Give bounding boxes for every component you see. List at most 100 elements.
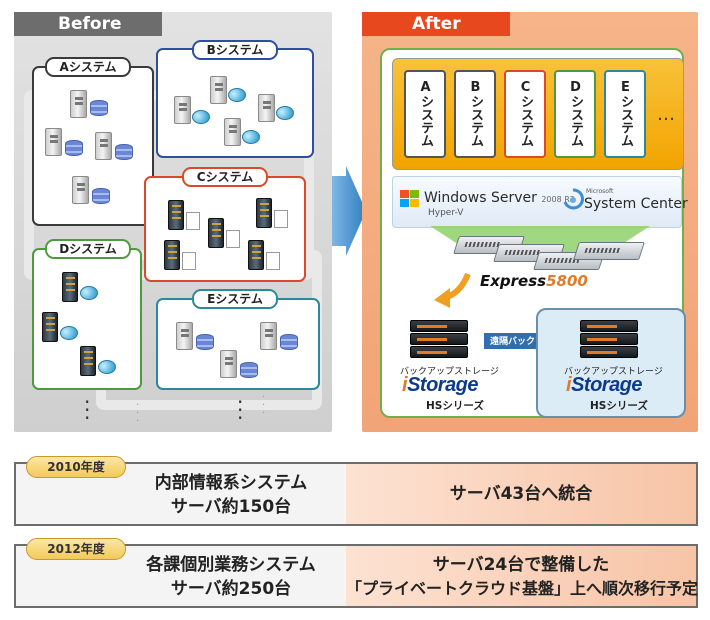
system-a-label: Aシステム (45, 57, 131, 77)
windows-server-label: Windows Server (424, 190, 537, 206)
storage-cluster-icon (98, 360, 116, 374)
year-badge-2010: 2010年度 (26, 456, 126, 478)
server-icon (176, 322, 193, 350)
vm-system-e: Eシステム (604, 70, 646, 158)
vm-system-d: Dシステム (554, 70, 596, 158)
summary-before-line2: サーバ約250台 (170, 579, 292, 599)
more-dots-icon: ··· (136, 400, 140, 427)
server-icon (248, 240, 264, 270)
document-icon (274, 210, 288, 228)
vm-label: Bシステム (468, 80, 483, 147)
storage-cluster-icon (276, 106, 294, 120)
summary-after-line1: サーバ24台で整備した (432, 555, 610, 575)
istorage-logo: iStorage (566, 374, 643, 397)
storage-cluster-icon (228, 88, 246, 102)
summary-after (346, 546, 696, 606)
system-e-label: Eシステム (192, 289, 278, 309)
summary-before-line1: 内部情報系システム (154, 473, 308, 493)
more-dots-icon: ··· (262, 392, 266, 419)
server-icon (164, 240, 180, 270)
server-icon (45, 128, 62, 156)
storage-cluster-icon (80, 286, 98, 300)
storage-cluster-icon (242, 130, 260, 144)
remote-backup-label: 遠隔バックアップ (490, 337, 563, 347)
storage-unit-icon (580, 346, 638, 358)
server-icon (260, 322, 277, 350)
summary-before-line1: 各課個別業務システム (146, 555, 316, 575)
istorage-brand: Storage (571, 374, 643, 396)
storage-unit-icon (410, 333, 468, 345)
vm-system-c: Cシステム (504, 70, 546, 158)
windows-server-text: Windows Server 2008 R2 (424, 190, 575, 206)
express5800-label: Express5800 (480, 272, 588, 290)
storage-unit-icon (410, 320, 468, 332)
istorage-i: i (402, 374, 408, 396)
hyperv-label: Hyper-V (428, 208, 464, 218)
vm-label: Aシステム (418, 80, 433, 147)
vm-label: Dシステム (568, 80, 583, 147)
storage-disk-icon (115, 144, 133, 160)
storage-unit-icon (580, 320, 638, 332)
server-icon (70, 90, 87, 118)
transition-arrow-icon (332, 166, 366, 256)
vm-label: Cシステム (518, 80, 533, 147)
document-icon (266, 252, 280, 270)
storage-disk-icon (90, 100, 108, 116)
storage-disk-icon (196, 334, 214, 350)
windows-version-label: 2008 R2 (541, 195, 575, 204)
more-dots-icon: ··· (84, 390, 91, 430)
server-icon (258, 94, 275, 122)
server-icon (174, 96, 191, 124)
summary-before-line2: サーバ約150台 (170, 497, 292, 517)
os-platform-bar (392, 176, 682, 228)
server-icon (80, 346, 96, 376)
system-center-logo-icon (563, 188, 584, 210)
server-icon (168, 200, 184, 230)
summary-row-2010: 内部情報系システム サーバ約150台 サーバ43台へ統合 (14, 462, 698, 526)
summary-after-line2: 「プライベートクラウド基盤」上へ順次移行予定 (346, 579, 699, 598)
server-icon (256, 198, 272, 228)
summary-after (346, 464, 696, 524)
vm-label: Eシステム (618, 80, 633, 147)
system-d-label: Dシステム (45, 239, 131, 259)
more-dots-icon: ··· (237, 390, 244, 430)
summary-row-2012: 各課個別業務システム サーバ約250台 サーバ24台で整備した 「プライベートク… (14, 544, 698, 608)
document-icon (226, 230, 240, 248)
server-icon (42, 312, 58, 342)
storage-disk-icon (92, 188, 110, 204)
express-label: Express (480, 272, 547, 290)
istorage-brand: Storage (407, 374, 479, 396)
storage-cluster-icon (192, 110, 210, 124)
system-center-label: System Center (584, 196, 688, 212)
windows-logo-icon (400, 190, 420, 208)
storage-disk-icon (65, 140, 83, 156)
backup-storage-caption: バックアップストレージ (564, 367, 663, 377)
backup-flow-arrow-icon (434, 272, 471, 308)
server-icon (62, 272, 78, 302)
storage-cluster-icon (60, 326, 78, 340)
document-icon (186, 212, 200, 230)
document-icon (182, 252, 196, 270)
storage-unit-icon (410, 346, 468, 358)
year-badge-2012: 2012年度 (26, 538, 126, 560)
istorage-logo: iStorage (402, 374, 479, 397)
istorage-i: i (566, 374, 572, 396)
hs-series-label: HSシリーズ (590, 400, 648, 412)
summary-after-line1: サーバ43台へ統合 (449, 484, 593, 504)
backup-storage-caption: バックアップストレージ (400, 367, 499, 377)
express-model-label: 5800 (546, 272, 588, 290)
system-c-label: Cシステム (182, 167, 268, 187)
after-title: After (362, 12, 510, 36)
vm-system-a: Aシステム (404, 70, 446, 158)
hs-series-label: HSシリーズ (426, 400, 484, 412)
storage-disk-icon (240, 362, 258, 378)
rack-server-icon (573, 242, 645, 260)
server-icon (72, 176, 89, 204)
server-icon (210, 76, 227, 104)
server-icon (208, 218, 224, 248)
server-icon (95, 132, 112, 160)
vm-system-b: Bシステム (454, 70, 496, 158)
storage-unit-icon (580, 333, 638, 345)
storage-disk-icon (280, 334, 298, 350)
server-icon (224, 118, 241, 146)
